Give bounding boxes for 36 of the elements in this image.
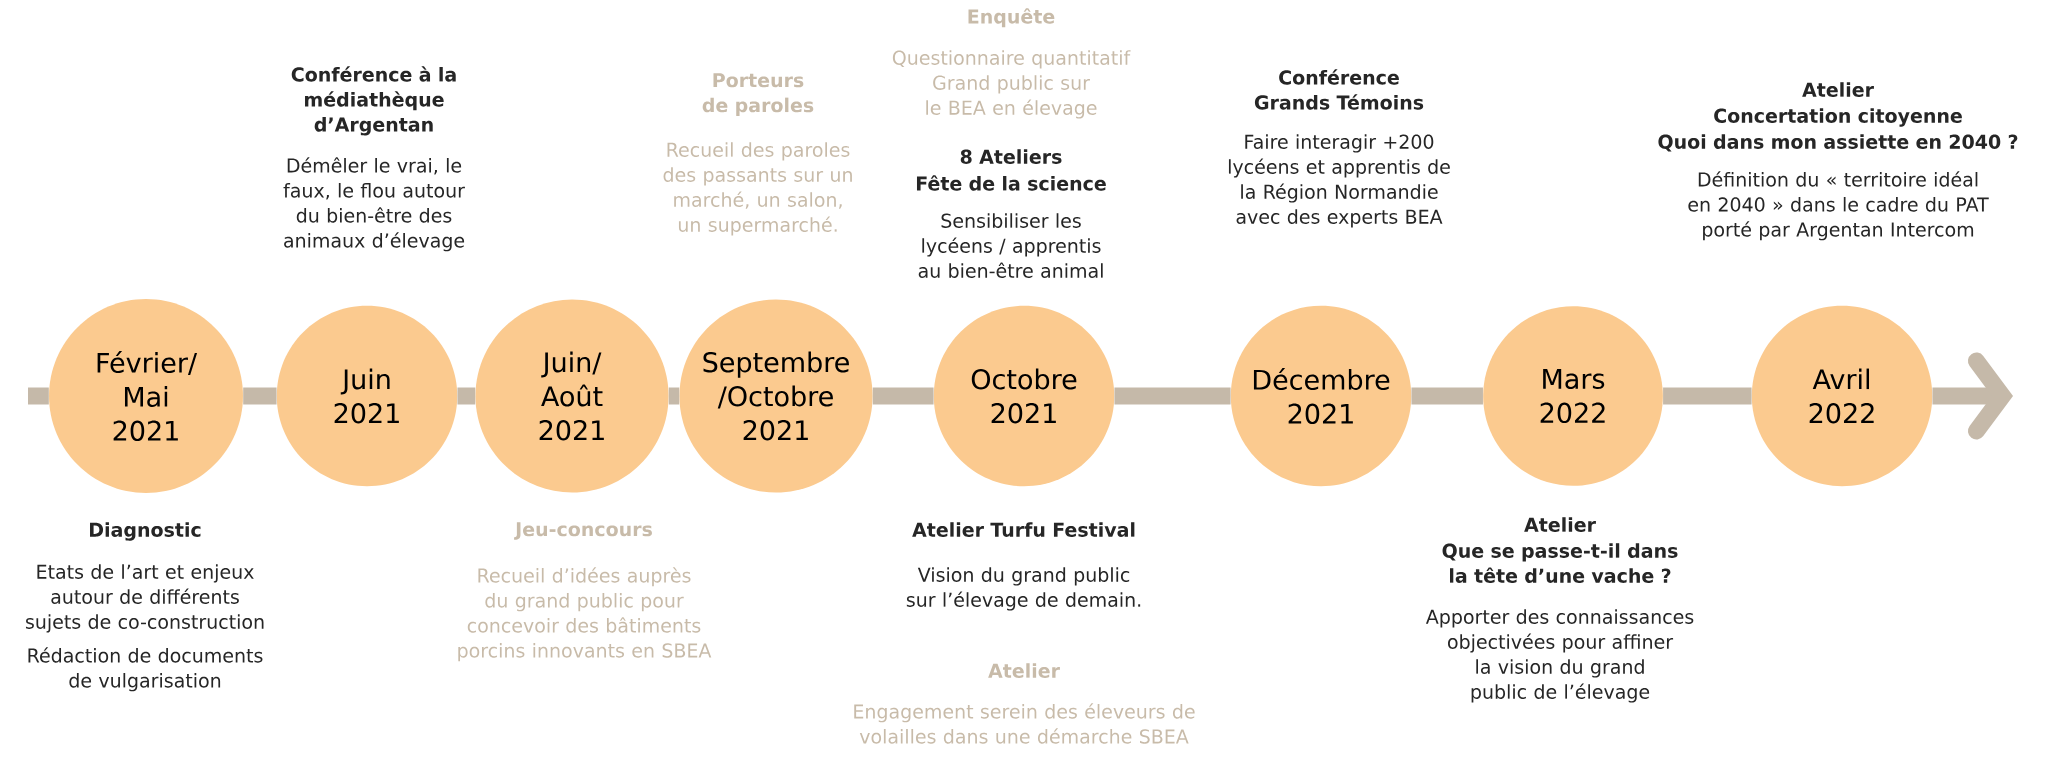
- event-description: Apporter des connaissances objectivées pour affiner la vision du grand public de l’élevage: [1425, 609, 1694, 703]
- event-description: Engagement serein des éleveurs de volailles dans une démarche SBEA: [854, 703, 1195, 744]
- event-title: Concertation citoyenne: [1714, 108, 1962, 127]
- event-title: Jeu-concours: [514, 522, 652, 540]
- timeline-line: [28, 387, 49, 405]
- event-title: Atelier: [988, 663, 1060, 678]
- event-description: Sensibiliser les lycéens / apprentis au bien-être animal: [918, 213, 1103, 278]
- event-title: Enquête: [968, 8, 1055, 28]
- event-description: Définition du « territoire idéal en 2040 » dans le cadre du PAT porté par Argentan Intercom: [1688, 171, 1989, 241]
- event-description: Démêler le vrai, le faux, le flou autour du bien-être des animaux d’élevage: [283, 157, 465, 252]
- timeline-line: [243, 387, 277, 405]
- event-title: Diagnostic: [90, 522, 201, 541]
- timeline-line: [1114, 387, 1231, 405]
- event-title: Fête de la science: [917, 175, 1106, 191]
- event-description: Questionnaire quantitatif Grand public sur le BEA en élevage: [892, 50, 1131, 119]
- event-title: Que se passe-t-il dans la tête d’une vache ?: [1442, 543, 1678, 583]
- event-description: Recueil des paroles des passants sur un marché, un salon, un supermarché.: [663, 142, 852, 236]
- timeline-line: [457, 387, 476, 405]
- event-title: Conférence Grands Témoins: [1254, 69, 1424, 110]
- event-description: Etats de l’art et enjeux autour de différents sujets de co-construction: [26, 564, 264, 633]
- timeline-line: [668, 387, 680, 405]
- timeline-line: [1663, 387, 1752, 405]
- timeline-line: [1932, 352, 2013, 440]
- timeline-line: [1411, 387, 1483, 405]
- event-title: Atelier: [1524, 517, 1596, 532]
- event-description: Faire interagir +200 lycéens et apprentis de la Région Normandie avec des experts BEA: [1228, 134, 1450, 228]
- event-description: Vision du grand public sur l’élevage de demain.: [906, 567, 1141, 611]
- event-title: Porteurs de paroles: [702, 73, 814, 116]
- event-description: Recueil d’idées auprès du grand public pour concevoir des bâtiments porcins innovants en SBEA: [458, 567, 712, 662]
- event-title: Quoi dans mon assiette en 2040 ?: [1658, 134, 2018, 152]
- event-title: Conférence à la médiathèque d’Argentan: [291, 66, 456, 136]
- event-title: Atelier Turfu Festival: [912, 522, 1135, 537]
- event-description: Rédaction de documents de vulgarisation: [28, 647, 263, 692]
- event-title: 8 Ateliers: [960, 149, 1062, 164]
- timeline-line: [872, 387, 934, 405]
- event-title: Atelier: [1802, 82, 1874, 97]
